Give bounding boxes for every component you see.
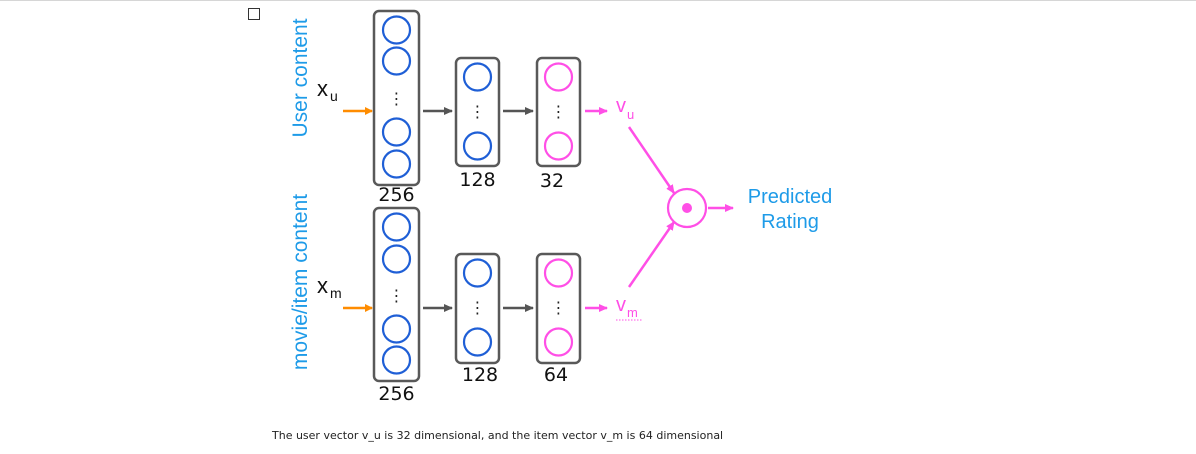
svg-text:⋮: ⋮ <box>470 102 486 121</box>
item-layer-256: ⋮ <box>372 206 421 383</box>
user-layer-128: ⋮ <box>454 56 501 168</box>
svg-text:m: m <box>627 305 638 320</box>
item-layer-256-size: 256 <box>378 383 414 405</box>
svg-text:x: x <box>317 76 328 101</box>
user-layer-32-size: 32 <box>540 170 564 192</box>
x-u-label: x u <box>317 76 338 104</box>
svg-text:u: u <box>627 107 634 122</box>
v-u-label: v u <box>616 95 634 122</box>
x-m-label: x m <box>317 273 342 301</box>
svg-text:m: m <box>330 285 342 301</box>
svg-text:⋮: ⋮ <box>551 298 567 317</box>
svg-text:Rating: Rating <box>761 211 819 233</box>
item-layer-128-size: 128 <box>462 364 498 386</box>
user-content-label: User content <box>289 18 312 137</box>
user-layer-128-size: 128 <box>459 169 495 191</box>
svg-text:v: v <box>616 95 626 117</box>
predicted-rating-label: Predicted Rating <box>748 186 833 233</box>
item-layer-64-size: 64 <box>544 364 568 386</box>
svg-text:⋮: ⋮ <box>551 102 567 121</box>
v-m-to-dot-arrow <box>627 221 676 288</box>
figure-caption: The user vector v_u is 32 dimensional, a… <box>272 429 724 442</box>
user-layer-256: ⋮ <box>372 9 421 187</box>
svg-text:⋮: ⋮ <box>470 298 486 317</box>
item-layer-64: ⋮ <box>535 252 582 365</box>
top-divider <box>0 0 1196 1</box>
item-layer-128: ⋮ <box>454 252 501 365</box>
svg-text:⋮: ⋮ <box>389 89 405 108</box>
svg-text:x: x <box>317 273 328 298</box>
svg-text:⋮: ⋮ <box>389 286 405 305</box>
user-layer-32: ⋮ <box>535 56 582 168</box>
user-layer-256-size: 256 <box>378 184 414 206</box>
v-u-to-dot-arrow <box>627 126 676 194</box>
cell-checkbox[interactable] <box>248 8 260 20</box>
dot-product-node <box>666 187 708 229</box>
v-m-label: v m <box>616 294 643 321</box>
svg-text:u: u <box>330 88 338 104</box>
svg-text:v: v <box>616 294 626 316</box>
svg-text:Predicted: Predicted <box>748 186 833 208</box>
item-content-label: movie/item content <box>289 194 312 370</box>
